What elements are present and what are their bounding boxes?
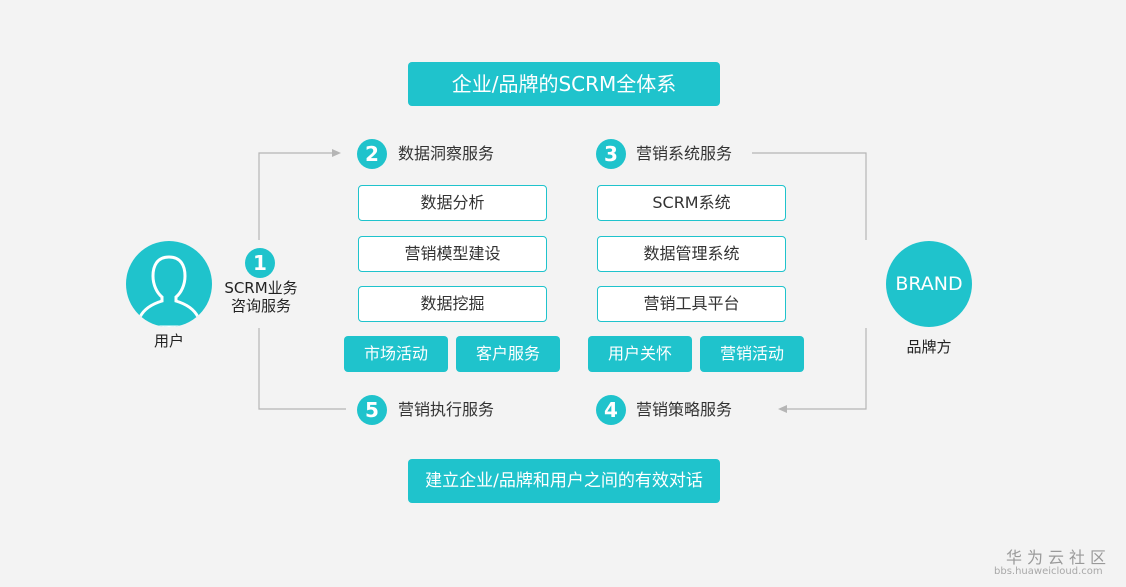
marketing-system-item-3: 营销工具平台 <box>597 286 786 322</box>
arrow-head-left <box>778 405 787 413</box>
data-insight-item-3: 数据挖掘 <box>358 286 547 322</box>
action-user-care: 用户关怀 <box>588 336 692 372</box>
watermark-text: 华为云社区 <box>1006 548 1112 567</box>
action-customer-service: 客户服务 <box>456 336 560 372</box>
step-number-5: 5 <box>357 395 387 425</box>
watermark-url: bbs.huaweicloud.com <box>994 566 1103 577</box>
data-insight-item-2: 营销模型建设 <box>358 236 547 272</box>
consult-service-label: SCRM业务 咨询服务 <box>216 279 306 315</box>
connector-user-to-insight <box>258 152 332 240</box>
data-insight-item-1: 数据分析 <box>358 185 547 221</box>
consult-line-2: 咨询服务 <box>230 297 291 315</box>
user-silhouette-icon <box>126 241 212 327</box>
step-number-2: 2 <box>357 139 387 169</box>
user-label: 用户 <box>153 332 184 350</box>
bottom-banner: 建立企业/品牌和用户之间的有效对话 <box>408 459 720 503</box>
service-marketing-system-label: 营销系统服务 <box>636 144 733 163</box>
step-number-4: 4 <box>596 395 626 425</box>
consult-line-1: SCRM业务 <box>224 279 298 297</box>
service-marketing-execution-label: 营销执行服务 <box>398 400 495 419</box>
brand-label: 品牌方 <box>906 338 952 356</box>
action-market-activity: 市场活动 <box>344 336 448 372</box>
step-number-1: 1 <box>245 248 275 278</box>
action-marketing-activity: 营销活动 <box>700 336 804 372</box>
service-marketing-strategy-label: 营销策略服务 <box>636 400 733 419</box>
service-data-insight-label: 数据洞察服务 <box>398 144 495 163</box>
connector-brand-to-system <box>752 152 867 240</box>
marketing-system-item-2: 数据管理系统 <box>597 236 786 272</box>
step-number-3: 3 <box>596 139 626 169</box>
connector-brand-to-strategy <box>787 328 867 410</box>
connector-user-to-execution <box>258 328 346 410</box>
diagram-title: 企业/品牌的SCRM全体系 <box>408 62 720 106</box>
marketing-system-item-1: SCRM系统 <box>597 185 786 221</box>
brand-circle: BRAND <box>886 241 972 327</box>
arrow-head-right <box>332 149 341 157</box>
